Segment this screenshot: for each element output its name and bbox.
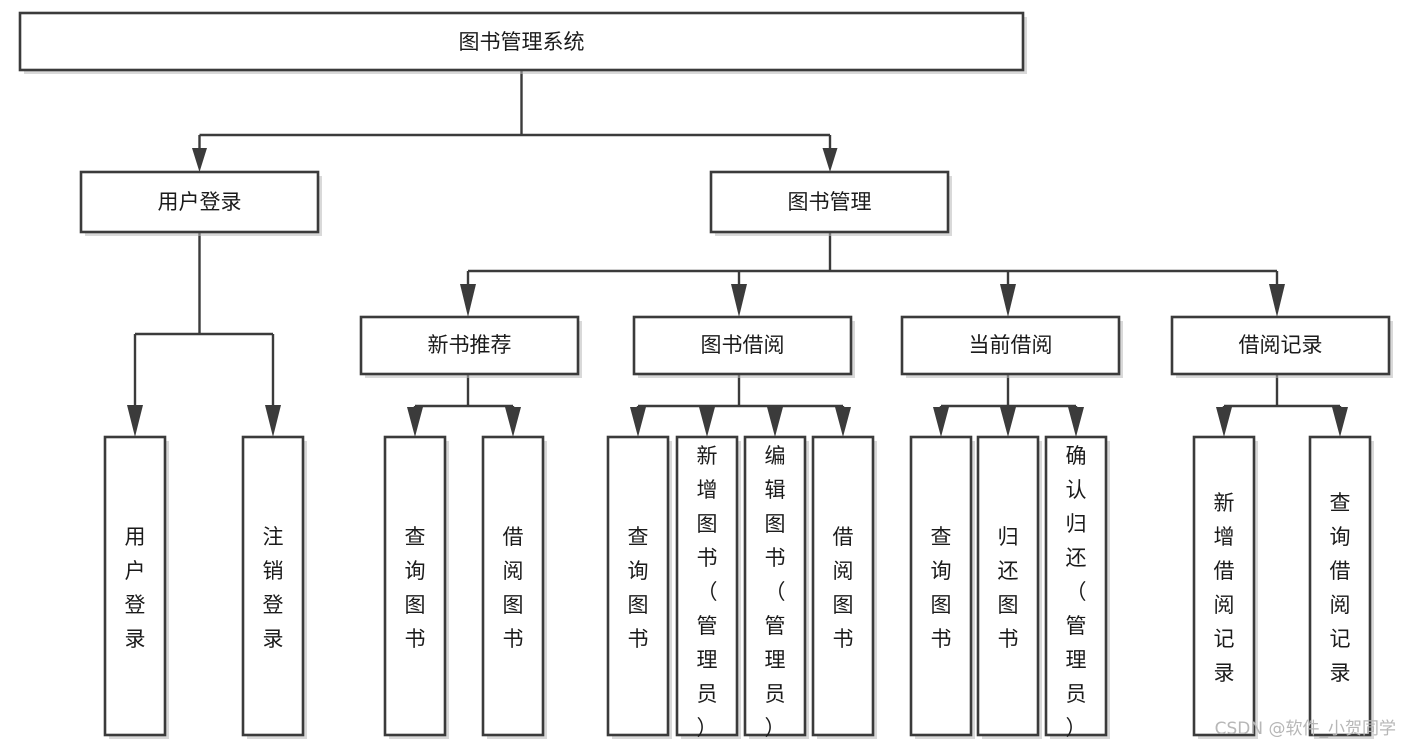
leaf-user-login-2-label: 注销登录 bbox=[263, 525, 284, 651]
node-user-login[interactable]: 用户登录 bbox=[79, 170, 322, 236]
arrow-current-borrow-leaf-2 bbox=[1000, 407, 1016, 437]
node-book-manage-label: 图书管理 bbox=[788, 190, 872, 214]
node-book-borrow-box[interactable] bbox=[632, 315, 853, 376]
node-borrow-record-label: 借阅记录 bbox=[1239, 333, 1323, 357]
leaf-user-login-2-box[interactable] bbox=[241, 435, 305, 737]
leaf-book-borrow-1-box[interactable] bbox=[606, 435, 670, 737]
arrow-user-login-leaf-1 bbox=[127, 405, 143, 437]
node-borrow-record-box[interactable] bbox=[1170, 315, 1391, 376]
node-book-manage[interactable]: 图书管理 bbox=[709, 170, 952, 236]
node-current-borrow[interactable]: 当前借阅 bbox=[900, 315, 1123, 378]
leaf-borrow-record-2-box[interactable] bbox=[1308, 435, 1372, 737]
arrow-new-book-leaf-1 bbox=[407, 407, 423, 437]
arrow-user-login-leaf-2 bbox=[265, 405, 281, 437]
leaf-user-login-2[interactable]: 注销登录 bbox=[241, 435, 307, 739]
leaf-borrow-record-2-label: 查询借阅记录 bbox=[1330, 491, 1351, 685]
leaf-borrow-record-1-box[interactable] bbox=[1192, 435, 1256, 737]
arrow-book-borrow-leaf-3 bbox=[767, 407, 783, 437]
node-new-book-recommend-box[interactable] bbox=[359, 315, 580, 376]
arrow-book-borrow-leaf-2 bbox=[699, 407, 715, 437]
arrow-to-user-login bbox=[192, 148, 207, 172]
leaf-borrow-record-1[interactable]: 新增借阅记录 bbox=[1192, 435, 1258, 739]
node-new-book-recommend[interactable]: 新书推荐 bbox=[359, 315, 582, 378]
leaf-user-login-1-label: 用户登录 bbox=[125, 525, 146, 651]
arrow-new-book-leaf-2 bbox=[505, 407, 521, 437]
node-book-manage-box[interactable] bbox=[709, 170, 950, 234]
arrow-borrow-record-leaf-2 bbox=[1332, 407, 1348, 437]
arrow-level3-2 bbox=[731, 284, 747, 317]
leaf-current-borrow-2-box[interactable] bbox=[976, 435, 1040, 737]
leaf-new-book-1[interactable]: 查询图书 bbox=[383, 435, 449, 739]
leaf-current-borrow-3-box[interactable] bbox=[1044, 435, 1108, 737]
leaf-current-borrow-1[interactable]: 查询图书 bbox=[909, 435, 975, 739]
leaf-current-borrow-3[interactable]: 确认归还（管理员） bbox=[1044, 435, 1110, 740]
leaf-user-login-1[interactable]: 用户登录 bbox=[103, 435, 169, 739]
leaf-user-login-1-box[interactable] bbox=[103, 435, 167, 737]
leaf-book-borrow-3-label: 编辑图书（管理员） bbox=[765, 444, 786, 740]
arrow-borrow-record-leaf-1 bbox=[1216, 407, 1232, 437]
leaf-book-borrow-2[interactable]: 新增图书（管理员） bbox=[675, 435, 741, 740]
leaf-new-book-2[interactable]: 借阅图书 bbox=[481, 435, 547, 739]
node-current-borrow-label: 当前借阅 bbox=[969, 333, 1053, 357]
leaf-book-borrow-2-label: 新增图书（管理员） bbox=[697, 444, 718, 740]
leaf-borrow-record-2[interactable]: 查询借阅记录 bbox=[1308, 435, 1374, 739]
connector-layer bbox=[127, 70, 1348, 437]
leaf-current-borrow-2[interactable]: 归还图书 bbox=[976, 435, 1042, 739]
node-root[interactable]: 图书管理系统 bbox=[18, 11, 1027, 74]
node-current-borrow-box[interactable] bbox=[900, 315, 1121, 376]
node-root-label: 图书管理系统 bbox=[459, 30, 585, 54]
arrow-current-borrow-leaf-1 bbox=[933, 407, 949, 437]
arrow-level3-3 bbox=[1000, 284, 1016, 317]
leaf-current-borrow-2-label: 归还图书 bbox=[998, 525, 1019, 651]
arrow-to-book-manage bbox=[822, 148, 838, 172]
leaf-book-borrow-3-box[interactable] bbox=[743, 435, 807, 737]
node-borrow-record[interactable]: 借阅记录 bbox=[1170, 315, 1393, 378]
leaf-book-borrow-4-label: 借阅图书 bbox=[833, 525, 854, 651]
leaf-new-book-2-label: 借阅图书 bbox=[503, 525, 524, 651]
leaf-book-borrow-1-label: 查询图书 bbox=[628, 525, 649, 651]
leaf-book-borrow-4-box[interactable] bbox=[811, 435, 875, 737]
leaf-new-book-1-label: 查询图书 bbox=[405, 525, 426, 651]
leaf-book-borrow-3[interactable]: 编辑图书（管理员） bbox=[743, 435, 809, 740]
leaf-book-borrow-2-box[interactable] bbox=[675, 435, 739, 737]
arrow-level3-1 bbox=[460, 284, 476, 317]
leaf-current-borrow-3-label: 确认归还（管理员） bbox=[1066, 444, 1087, 740]
leaf-book-borrow-1[interactable]: 查询图书 bbox=[606, 435, 672, 739]
node-new-book-recommend-label: 新书推荐 bbox=[428, 333, 512, 357]
csdn-watermark: CSDN @软件_小贺同学 bbox=[1215, 719, 1396, 739]
node-book-borrow[interactable]: 图书借阅 bbox=[632, 315, 855, 378]
node-root-box[interactable] bbox=[18, 11, 1025, 72]
arrow-book-borrow-leaf-1 bbox=[630, 407, 646, 437]
leaf-book-borrow-4[interactable]: 借阅图书 bbox=[811, 435, 877, 739]
node-book-borrow-label: 图书借阅 bbox=[701, 333, 785, 357]
arrow-book-borrow-leaf-4 bbox=[835, 407, 851, 437]
node-user-login-label: 用户登录 bbox=[158, 190, 242, 214]
leaf-borrow-record-1-label: 新增借阅记录 bbox=[1214, 491, 1235, 685]
arrow-current-borrow-leaf-3 bbox=[1068, 407, 1084, 437]
leaf-current-borrow-1-box[interactable] bbox=[909, 435, 973, 737]
leaf-current-borrow-1-label: 查询图书 bbox=[931, 525, 952, 651]
node-user-login-box[interactable] bbox=[79, 170, 320, 234]
leaf-new-book-1-box[interactable] bbox=[383, 435, 447, 737]
leaf-new-book-2-box[interactable] bbox=[481, 435, 545, 737]
arrow-level3-4 bbox=[1269, 284, 1285, 317]
